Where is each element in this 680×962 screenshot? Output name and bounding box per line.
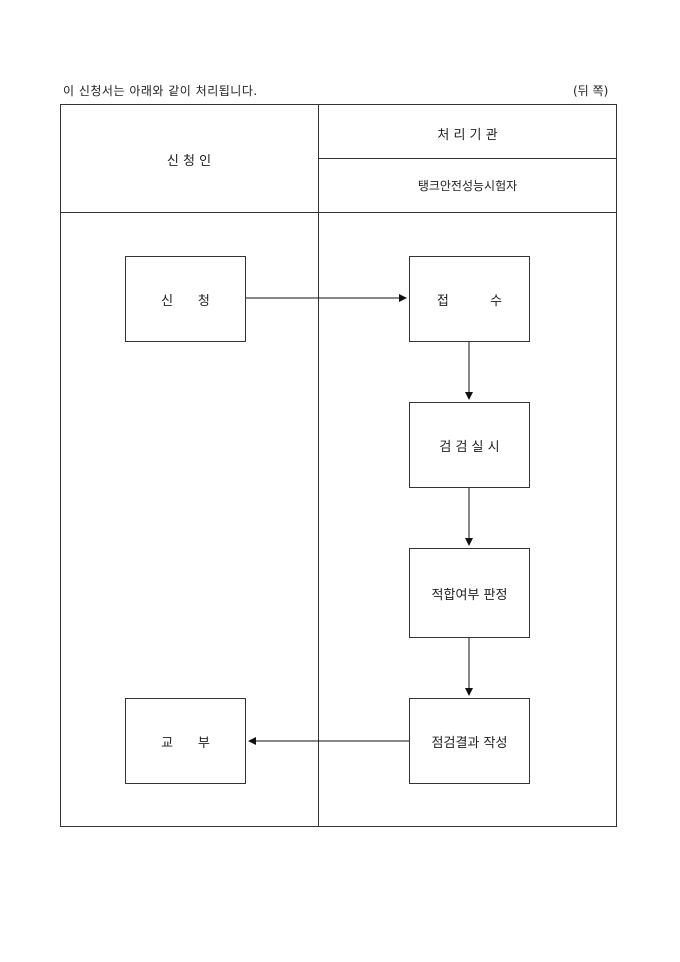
apply-step-label: 신 청 [161,293,210,309]
inspect-step-label: 검 검 실 시 [439,439,500,455]
agency-header-divider [318,158,617,159]
agency-column-header: 처 리 기 관 [437,128,498,143]
deliver-step-box: 교 부 [125,698,246,784]
process-table [60,104,617,827]
process-caption: 이 신청서는 아래와 같이 처리됩니다. [63,84,258,98]
deliver-step-label: 교 부 [161,735,210,751]
page-side-label: (뒤 쪽) [573,84,609,98]
inspect-step-box: 검 검 실 시 [409,402,530,488]
applicant-column-header: 신 청 인 [166,154,212,169]
report-step-box: 점검결과 작성 [409,698,530,784]
receive-step-label: 접 수 [436,293,503,309]
judge-step-label: 적합여부 판정 [431,587,508,603]
header-divider [60,212,617,213]
report-step-label: 점검결과 작성 [431,735,508,751]
receive-step-box: 접 수 [409,256,530,342]
agency-name: 탱크안전성능시험자 [417,179,518,193]
judge-step-box: 적합여부 판정 [409,548,530,638]
apply-step-box: 신 청 [125,256,246,342]
column-divider [318,104,319,827]
